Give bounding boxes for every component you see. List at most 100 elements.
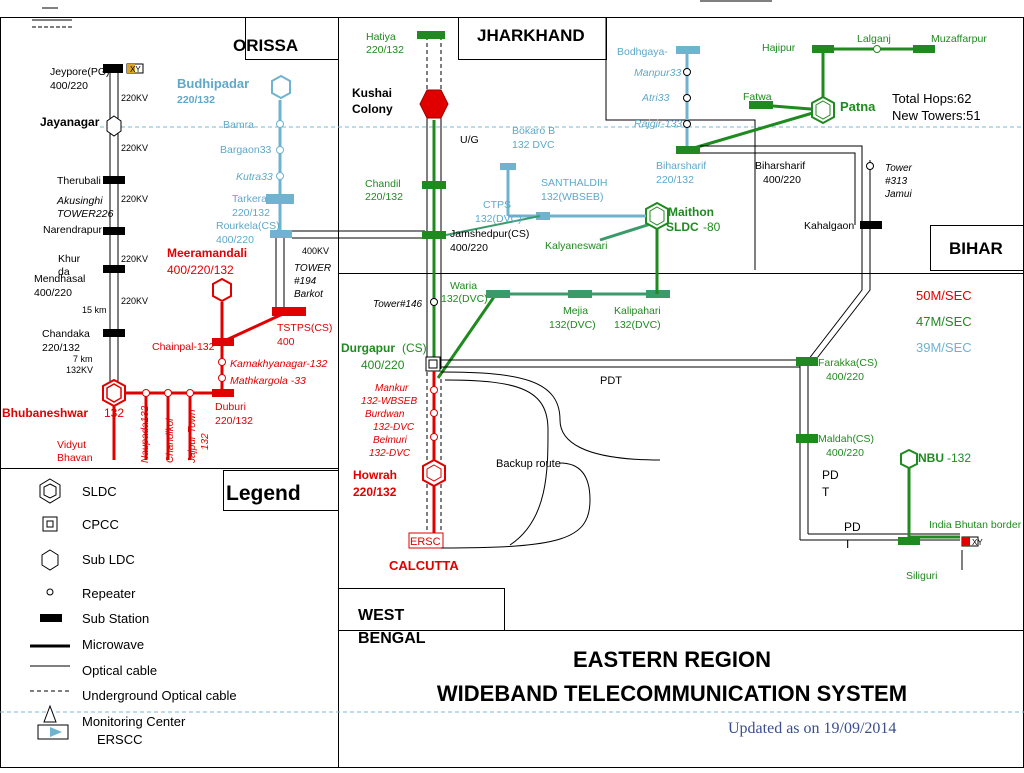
sub-ldc-meeramandali (212, 277, 232, 303)
substation-tstps (272, 307, 306, 316)
repeater-kutra (276, 172, 284, 180)
svg-text:Vidyut: Vidyut (57, 439, 86, 451)
substation-narendrapur (103, 227, 125, 235)
svg-text:220/132: 220/132 (366, 44, 404, 56)
svg-text:Chandaka: Chandaka (42, 328, 90, 340)
svg-text:Biharsharif: Biharsharif (656, 160, 706, 172)
svg-text:132 DVC: 132 DVC (512, 139, 555, 151)
label-nbu: NBU (918, 451, 944, 465)
svg-text:Chainpal-132: Chainpal-132 (152, 341, 215, 353)
svg-text:220KV: 220KV (121, 296, 148, 306)
speed-50: 50M/SEC (916, 288, 972, 303)
svg-text:400/220: 400/220 (34, 287, 72, 299)
svg-text:Bodhgaya-: Bodhgaya- (617, 46, 668, 58)
svg-text:220/132: 220/132 (232, 207, 270, 219)
svg-text:Jajpur Town: Jajpur Town (187, 409, 198, 464)
svg-text:Tower#146: Tower#146 (373, 299, 423, 310)
substation-therubali (103, 176, 125, 184)
svg-text:Chandil: Chandil (365, 178, 401, 190)
svg-text:T: T (822, 485, 830, 499)
title-line-2: WIDEBAND TELECOMMUNICATION SYSTEM (437, 681, 907, 706)
sldc-patna (811, 95, 835, 125)
label-jayanagar: Jayanagar (40, 115, 100, 129)
svg-text:Jamshedpur(CS): Jamshedpur(CS) (450, 228, 529, 240)
label-howrah: Howrah (353, 468, 397, 482)
svg-text:TOWER: TOWER (294, 263, 331, 274)
svg-text:Maldah(CS): Maldah(CS) (818, 433, 874, 445)
svg-text:Naupada132: Naupada132 (140, 405, 151, 463)
region-labels: ORISSA JHARKHAND BIHAR Legend WEST BENGA… (226, 26, 1003, 647)
svg-text:Akusinghi: Akusinghi (56, 195, 103, 207)
substation-chandil (422, 181, 446, 189)
svg-text:U/G: U/G (460, 134, 479, 146)
svg-text:Mankur: Mankur (375, 383, 409, 394)
svg-text:Rourkela(CS): Rourkela(CS) (216, 220, 280, 232)
legend-underground: Underground Optical cable (82, 688, 237, 703)
svg-text:Tower: Tower (885, 163, 913, 174)
monitoring-kushai (419, 89, 449, 119)
repeater-jajpur (186, 389, 194, 397)
svg-text:TSTPS(CS): TSTPS(CS) (277, 322, 332, 334)
legend-cpcc: CPCC (82, 517, 119, 532)
svg-text:PDT: PDT (600, 375, 622, 387)
repeater-chandikol (164, 389, 172, 397)
svg-text:#313: #313 (885, 176, 908, 187)
orissa-network (102, 63, 425, 460)
region-orissa: ORISSA (233, 36, 298, 55)
jh-bihar-boundary (605, 17, 756, 270)
svg-text:132KV: 132KV (66, 365, 93, 375)
legend-label-box (223, 470, 339, 511)
svg-text:Kahalgaon: Kahalgaon (804, 220, 854, 232)
west-bengal-network (408, 293, 800, 549)
svg-text:Kalyaneswari: Kalyaneswari (545, 240, 607, 252)
svg-text:400/220: 400/220 (763, 174, 801, 186)
svg-text:-132: -132 (947, 451, 971, 465)
label-calcutta: CALCUTTA (389, 558, 459, 573)
orissa-labels: Jeypore(PG) 400/220 XY 220KV Jayanagar 2… (2, 65, 332, 464)
svg-text:220KV: 220KV (121, 93, 148, 103)
svg-text:Kamakhyanagar-132: Kamakhyanagar-132 (230, 358, 327, 370)
sldc-maithon (645, 201, 669, 231)
svg-text:Hatiya: Hatiya (366, 31, 396, 43)
new-towers: New Towers:51 (892, 108, 981, 123)
svg-text:Chandikol: Chandikol (165, 418, 176, 463)
svg-text:220/132: 220/132 (215, 415, 253, 427)
svg-text:7 km: 7 km (73, 354, 93, 364)
svg-text:Bhavan: Bhavan (57, 452, 93, 464)
svg-text:Barkot: Barkot (294, 289, 324, 300)
stats-block: Total Hops:62 New Towers:51 50M/SEC 47M/… (892, 91, 981, 355)
svg-text:Mathkargola -33: Mathkargola -33 (230, 375, 306, 387)
svg-text:da: da (58, 266, 70, 278)
svg-text:#194: #194 (294, 276, 317, 287)
svg-text:SLDC: SLDC (666, 220, 699, 234)
monitoring-center-icon (43, 704, 57, 723)
svg-text:220/132: 220/132 (177, 94, 215, 106)
svg-text:(CS): (CS) (402, 341, 427, 355)
svg-text:Duburi: Duburi (215, 401, 246, 413)
svg-text:Fatwa: Fatwa (743, 91, 772, 103)
svg-text:400/220: 400/220 (50, 80, 88, 92)
svg-text:Bokaro B: Bokaro B (512, 125, 555, 137)
region-bihar: BIHAR (949, 239, 1003, 258)
orissa-label-box (245, 17, 339, 60)
svg-text:132(DVC): 132(DVC) (549, 319, 596, 331)
svg-text:132-WBSEB: 132-WBSEB (361, 396, 417, 407)
jharkhand-labels: Hatiya 220/132 Kushai Colony U/G Chandil… (341, 31, 721, 573)
legend-optical: Optical cable (82, 663, 157, 678)
title-block: EASTERN REGION WIDEBAND TELECOMMUNICATIO… (437, 647, 907, 706)
legend-title: Legend (226, 482, 301, 505)
svg-text:Farakka(CS): Farakka(CS) (818, 357, 878, 369)
region-west: WEST (358, 607, 404, 624)
wb-label-box (338, 588, 505, 631)
title-line-1: EASTERN REGION (573, 647, 771, 672)
svg-text:PD: PD (844, 520, 861, 534)
svg-text:220KV: 220KV (121, 194, 148, 204)
svg-text:Kalipahari: Kalipahari (614, 305, 661, 317)
svg-text:CTPS: CTPS (483, 199, 511, 211)
label-jeypore: Jeypore(PG) (50, 66, 110, 78)
svg-text:T: T (844, 537, 852, 551)
svg-text:Narendrapur: Narendrapur (43, 224, 102, 236)
svg-text:400/220: 400/220 (216, 234, 254, 246)
svg-text:400/220/132: 400/220/132 (167, 263, 234, 277)
svg-text:400/220: 400/220 (826, 371, 864, 383)
